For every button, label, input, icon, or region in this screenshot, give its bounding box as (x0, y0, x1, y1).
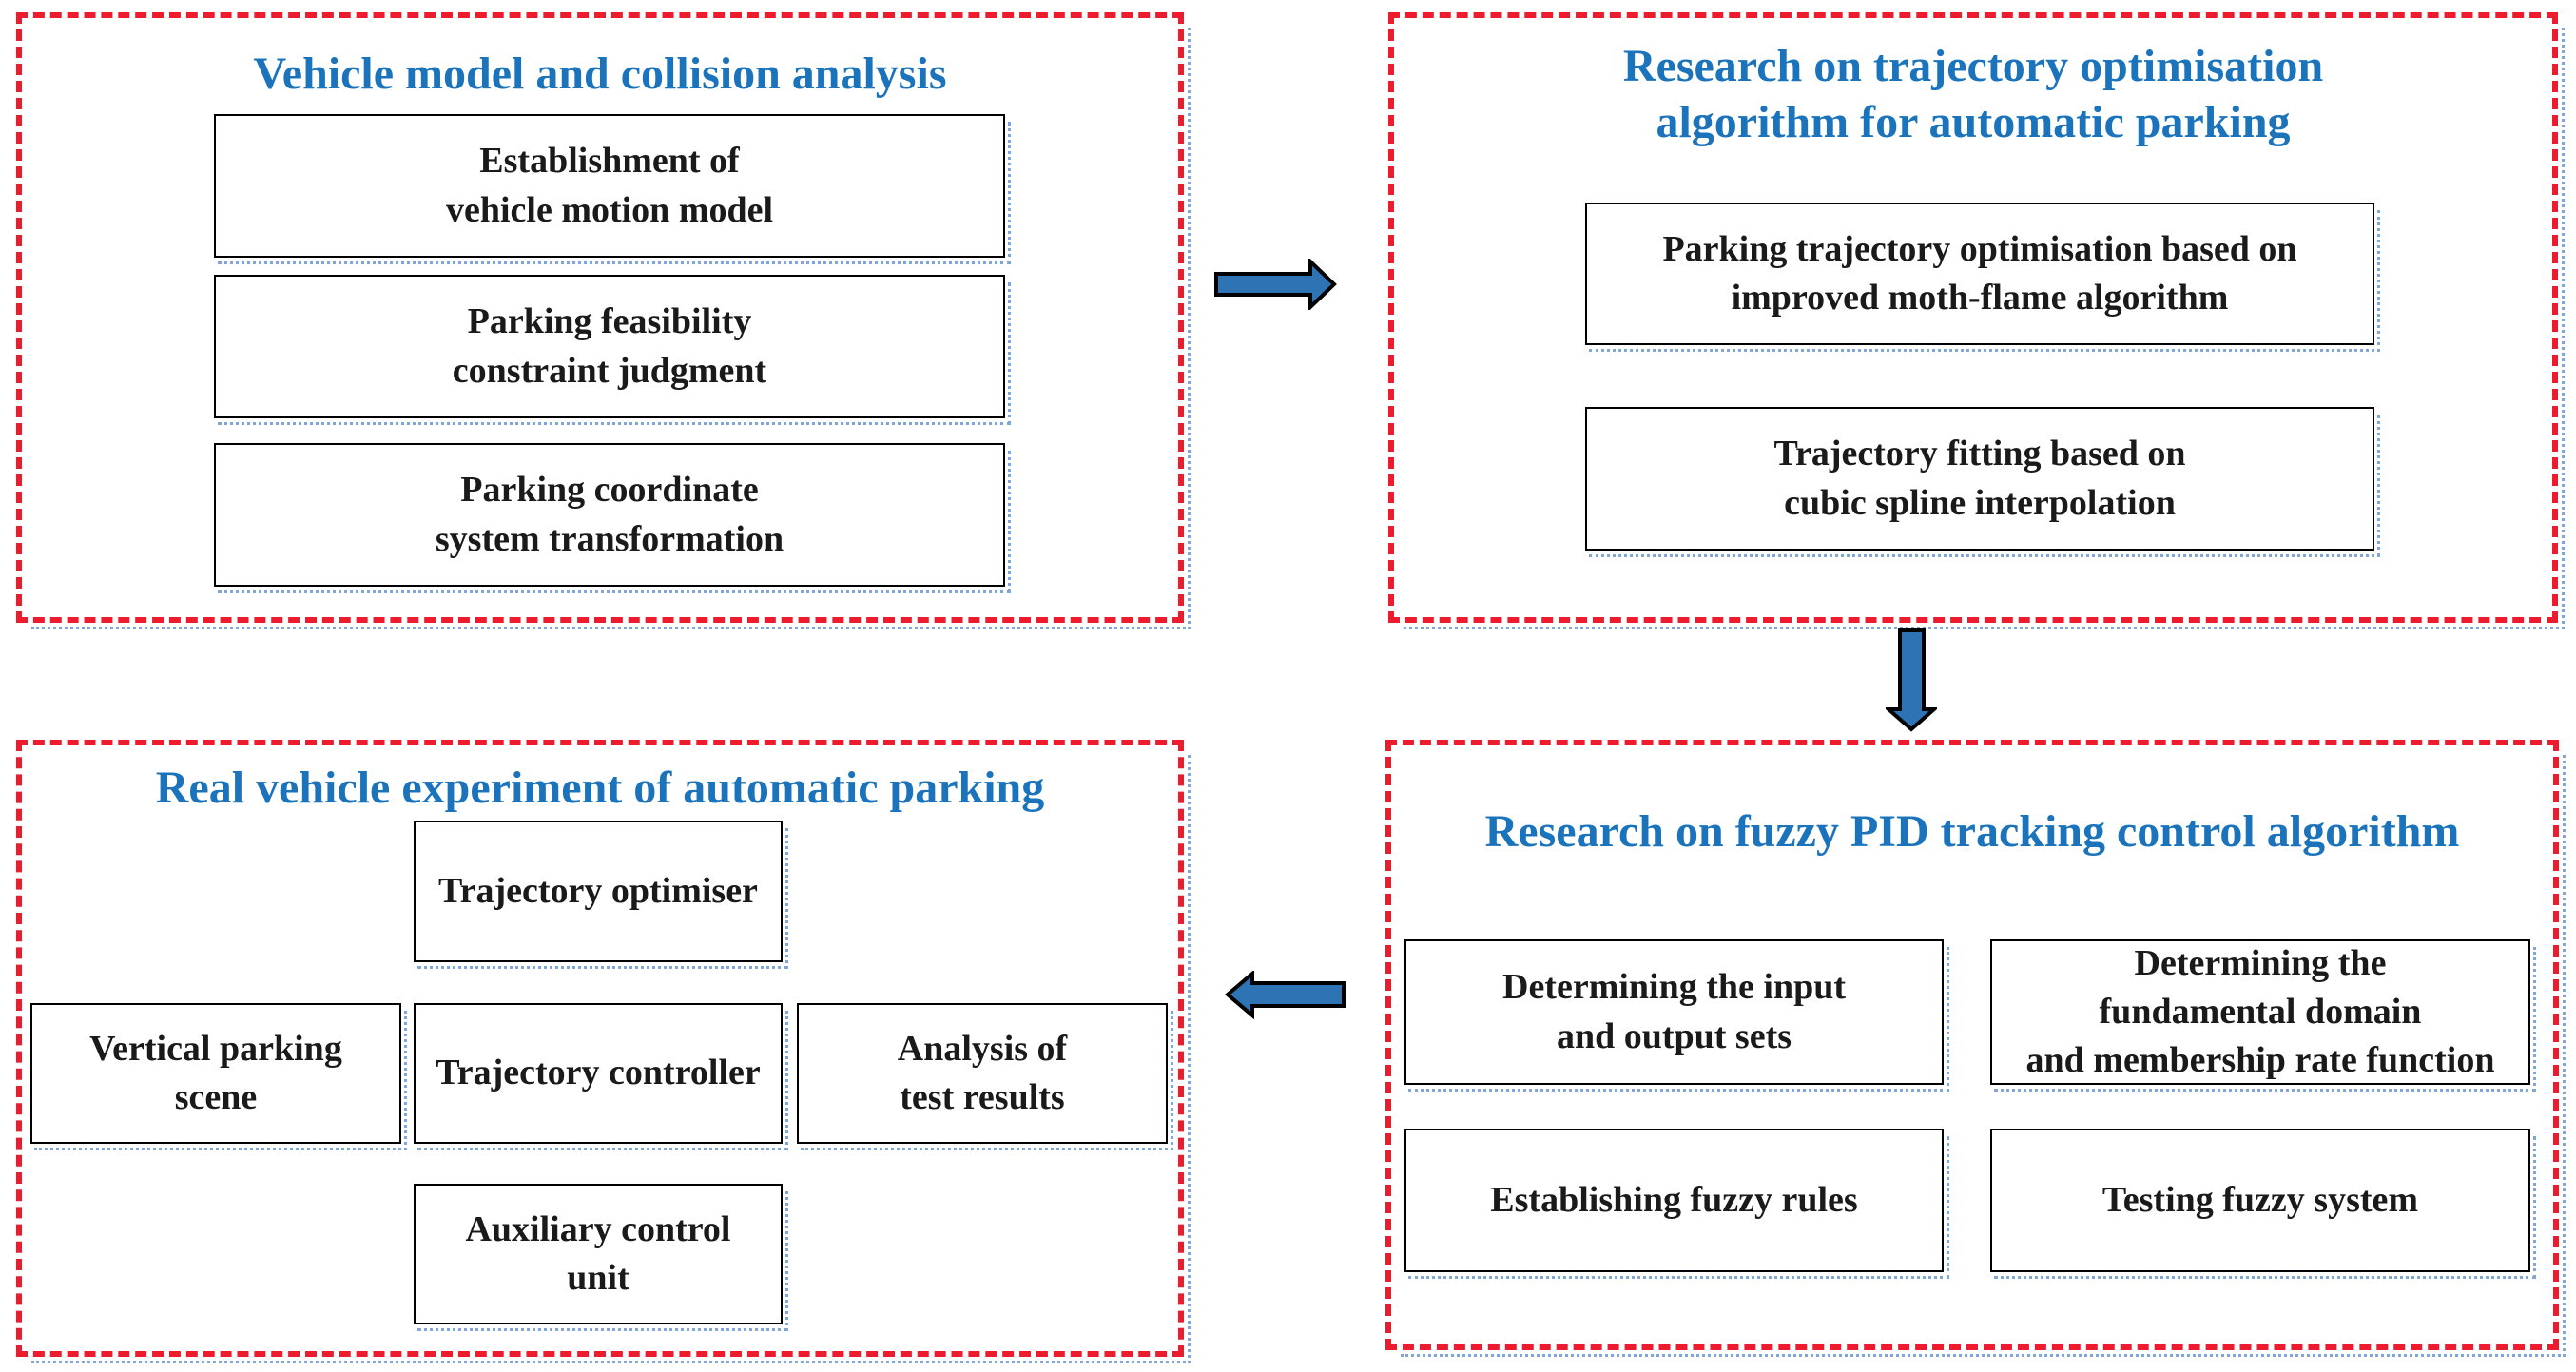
left-arrow-icon (1225, 971, 1346, 1019)
flow-box-testing-fuzzy-system: Testing fuzzy system (1990, 1129, 2536, 1279)
flow-box-parking-feasibility: Parking feasibility constraint judgment (214, 275, 1011, 425)
flow-box-auxiliary-control-unit: Auxiliary control unit (414, 1184, 788, 1331)
flow-box-establishing-fuzzy-rules: Establishing fuzzy rules (1404, 1129, 1949, 1279)
flow-box-cubic-spline-fitting: Trajectory fitting based on cubic spline… (1585, 407, 2380, 557)
panel-title: Vehicle model and collision analysis (253, 48, 947, 99)
flow-box-establishment-vehicle-motion-model: Establishment of vehicle motion model (214, 114, 1011, 264)
flow-box-fundamental-domain: Determining the fundamental domain and m… (1990, 939, 2536, 1092)
panel-trajectory-optimisation: Research on trajectory optimisation algo… (1388, 12, 2565, 629)
panel-fuzzy-pid: Research on fuzzy PID tracking control a… (1385, 740, 2566, 1357)
panel-vehicle-model: Vehicle model and collision analysis Est… (16, 12, 1191, 629)
flow-box-trajectory-optimiser: Trajectory optimiser (414, 821, 788, 969)
flow-box-trajectory-controller: Trajectory controller (414, 1003, 788, 1150)
flow-box-parking-coordinate: Parking coordinate system transformation (214, 443, 1011, 593)
flow-box-analysis-test-results: Analysis of test results (797, 1003, 1173, 1150)
down-arrow-icon (1886, 628, 1937, 732)
panel-title: Research on trajectory optimisation algo… (1622, 41, 2324, 147)
panel-real-vehicle-experiment: Real vehicle experiment of automatic par… (16, 740, 1191, 1363)
flow-box-moth-flame-optimisation: Parking trajectory optimisation based on… (1585, 203, 2380, 352)
right-arrow-icon (1213, 259, 1337, 310)
panel-title: Real vehicle experiment of automatic par… (155, 763, 1045, 813)
panel-title: Research on fuzzy PID tracking control a… (1484, 806, 2460, 857)
flow-box-vertical-parking-scene: Vertical parking scene (30, 1003, 407, 1150)
flow-box-input-output-sets: Determining the input and output sets (1404, 939, 1949, 1092)
